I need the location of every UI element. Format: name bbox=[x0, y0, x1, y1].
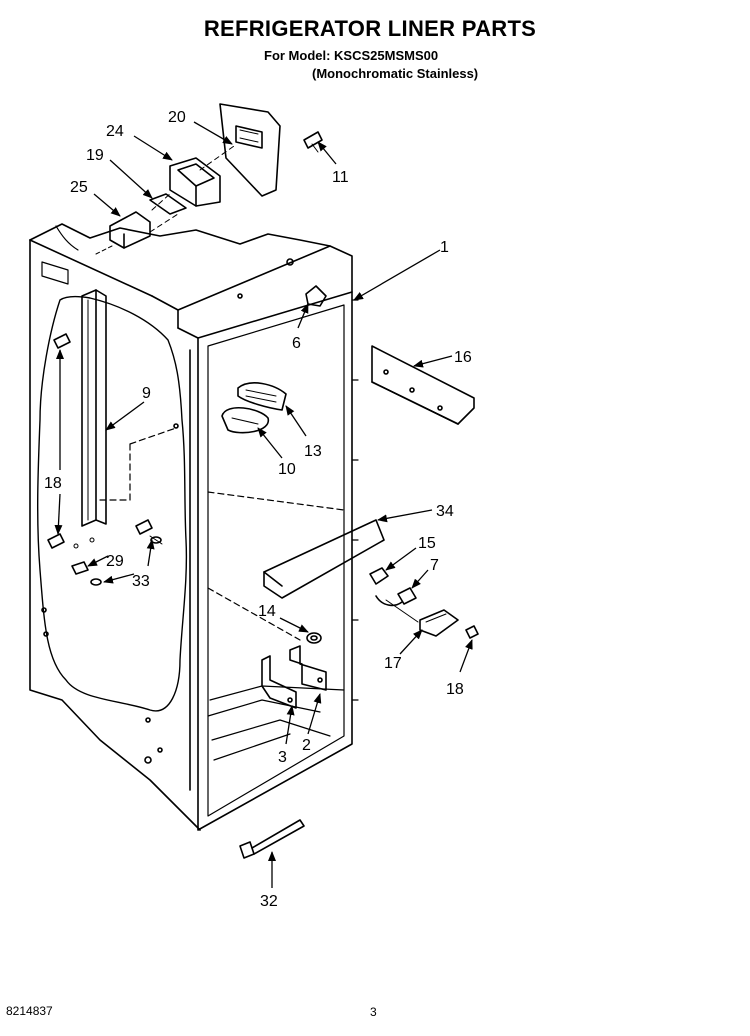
part-25-bracket bbox=[109, 211, 151, 249]
callout-29: 29 bbox=[106, 553, 124, 570]
model-line: For Model: KSCS25MSMS00 bbox=[264, 48, 439, 63]
part-9-rail bbox=[81, 289, 177, 527]
page-number: 3 bbox=[370, 1005, 377, 1019]
part-11-screw bbox=[303, 131, 323, 153]
part-34-divider bbox=[263, 519, 385, 599]
callout-6: 6 bbox=[292, 335, 301, 352]
callout-34: 34 bbox=[436, 503, 454, 520]
callout-18-left: 18 bbox=[44, 475, 62, 492]
part-13-grille bbox=[237, 382, 287, 411]
page-title: REFRIGERATOR LINER PARTS bbox=[203, 16, 537, 41]
part-10-cover bbox=[221, 407, 269, 434]
part-16-support bbox=[371, 345, 475, 425]
callout-labels: 1 20 24 19 25 11 6 16 9 13 10 18 34 15 7… bbox=[44, 109, 472, 910]
variant-line: (Monochromatic Stainless) bbox=[312, 66, 479, 81]
part-3-bracket bbox=[261, 655, 297, 709]
callout-18-right: 18 bbox=[446, 681, 464, 698]
callout-33: 33 bbox=[132, 573, 150, 590]
part-17-light-housing bbox=[419, 609, 459, 637]
document-code: 8214837 bbox=[6, 1004, 53, 1018]
part-14-grommet bbox=[306, 632, 322, 644]
part-24-housing bbox=[169, 157, 221, 207]
callout-19: 19 bbox=[86, 147, 104, 164]
callout-24: 24 bbox=[106, 123, 124, 140]
callout-20: 20 bbox=[168, 109, 186, 126]
callout-7: 7 bbox=[430, 557, 439, 574]
part-19-gasket bbox=[149, 193, 187, 215]
part-18-screw-right bbox=[465, 625, 479, 639]
callout-17: 17 bbox=[384, 655, 402, 672]
part-18-screw-bottom bbox=[47, 533, 65, 549]
leader-lines bbox=[54, 121, 473, 888]
callout-32: 32 bbox=[260, 893, 278, 910]
callout-14: 14 bbox=[258, 603, 276, 620]
callout-9: 9 bbox=[142, 385, 151, 402]
part-29-clip bbox=[71, 519, 153, 575]
part-6-clip bbox=[305, 285, 327, 307]
part-2-bracket bbox=[289, 645, 327, 691]
part-20-control-housing bbox=[219, 103, 281, 197]
callout-1: 1 bbox=[440, 239, 449, 256]
part-18-screw-top bbox=[53, 333, 71, 349]
callout-13: 13 bbox=[304, 443, 322, 460]
callout-2: 2 bbox=[302, 737, 311, 754]
callout-16: 16 bbox=[454, 349, 472, 366]
callout-11: 11 bbox=[332, 169, 349, 186]
part-7-wiring bbox=[375, 587, 417, 607]
part-32-cable-tie bbox=[239, 819, 305, 859]
callout-3: 3 bbox=[278, 749, 287, 766]
callout-15: 15 bbox=[418, 535, 436, 552]
part-15-socket bbox=[369, 567, 389, 585]
callout-10: 10 bbox=[278, 461, 296, 478]
callout-25: 25 bbox=[70, 179, 88, 196]
